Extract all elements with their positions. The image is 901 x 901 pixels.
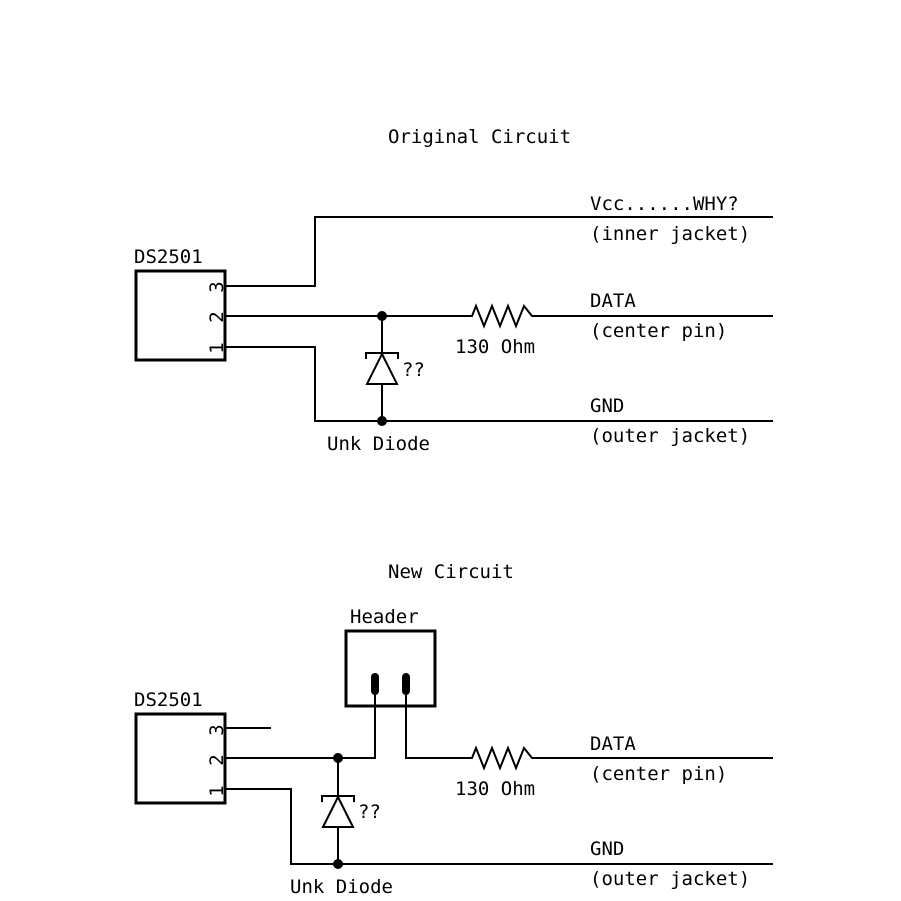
- original-pin-1-label: 1: [206, 342, 228, 353]
- new-diode: [321, 758, 355, 864]
- original-pin-2-label: 2: [206, 311, 228, 322]
- original-diode-label: Unk Diode: [327, 433, 430, 455]
- header-label: Header: [350, 606, 419, 628]
- original-circuit: Original Circuit DS2501 3 2 1 Vcc......W…: [134, 126, 773, 455]
- new-pin-3-label: 3: [206, 724, 228, 735]
- new-gnd-wire: [225, 788, 773, 865]
- header-pin-left: [371, 673, 379, 695]
- original-data-label: DATA: [590, 290, 636, 312]
- original-vcc-wire: [225, 216, 773, 287]
- original-resistor-label: 130 Ohm: [455, 336, 535, 358]
- new-gnd-sub: (outer jacket): [590, 868, 750, 890]
- original-vcc-label: Vcc......WHY?: [590, 193, 739, 215]
- new-diode-mark: ??: [358, 801, 381, 823]
- new-gnd-label: GND: [590, 838, 624, 860]
- new-pin-1-label: 1: [206, 785, 228, 796]
- original-diode: [365, 316, 399, 421]
- original-chip-name: DS2501: [134, 246, 203, 268]
- original-junction-data: [377, 311, 387, 321]
- original-title: Original Circuit: [388, 126, 571, 148]
- new-chip-name: DS2501: [134, 689, 203, 711]
- original-pin-3-label: 3: [206, 281, 228, 292]
- original-vcc-sub: (inner jacket): [590, 223, 750, 245]
- original-data-sub: (center pin): [590, 320, 727, 342]
- original-gnd-sub: (outer jacket): [590, 425, 750, 447]
- new-junction-data: [333, 753, 343, 763]
- new-title: New Circuit: [388, 561, 514, 583]
- header-pin-right: [402, 673, 410, 695]
- new-junction-gnd: [333, 859, 343, 869]
- original-gnd-label: GND: [590, 395, 624, 417]
- original-junction-gnd: [377, 416, 387, 426]
- header-body: [344, 629, 437, 708]
- new-resistor-label: 130 Ohm: [455, 778, 535, 800]
- new-diode-label: Unk Diode: [290, 876, 393, 898]
- new-data-label: DATA: [590, 733, 636, 755]
- new-circuit: New Circuit Header DS2501 3 2 1 130 Ohm …: [134, 561, 773, 898]
- new-pin-2-wire: [225, 695, 376, 759]
- new-data-sub: (center pin): [590, 763, 727, 785]
- new-data-wire: [405, 695, 773, 771]
- original-data-wire: [225, 303, 773, 329]
- new-pin-2-label: 2: [206, 754, 228, 765]
- original-diode-mark: ??: [402, 359, 425, 381]
- original-gnd-wire: [225, 346, 773, 422]
